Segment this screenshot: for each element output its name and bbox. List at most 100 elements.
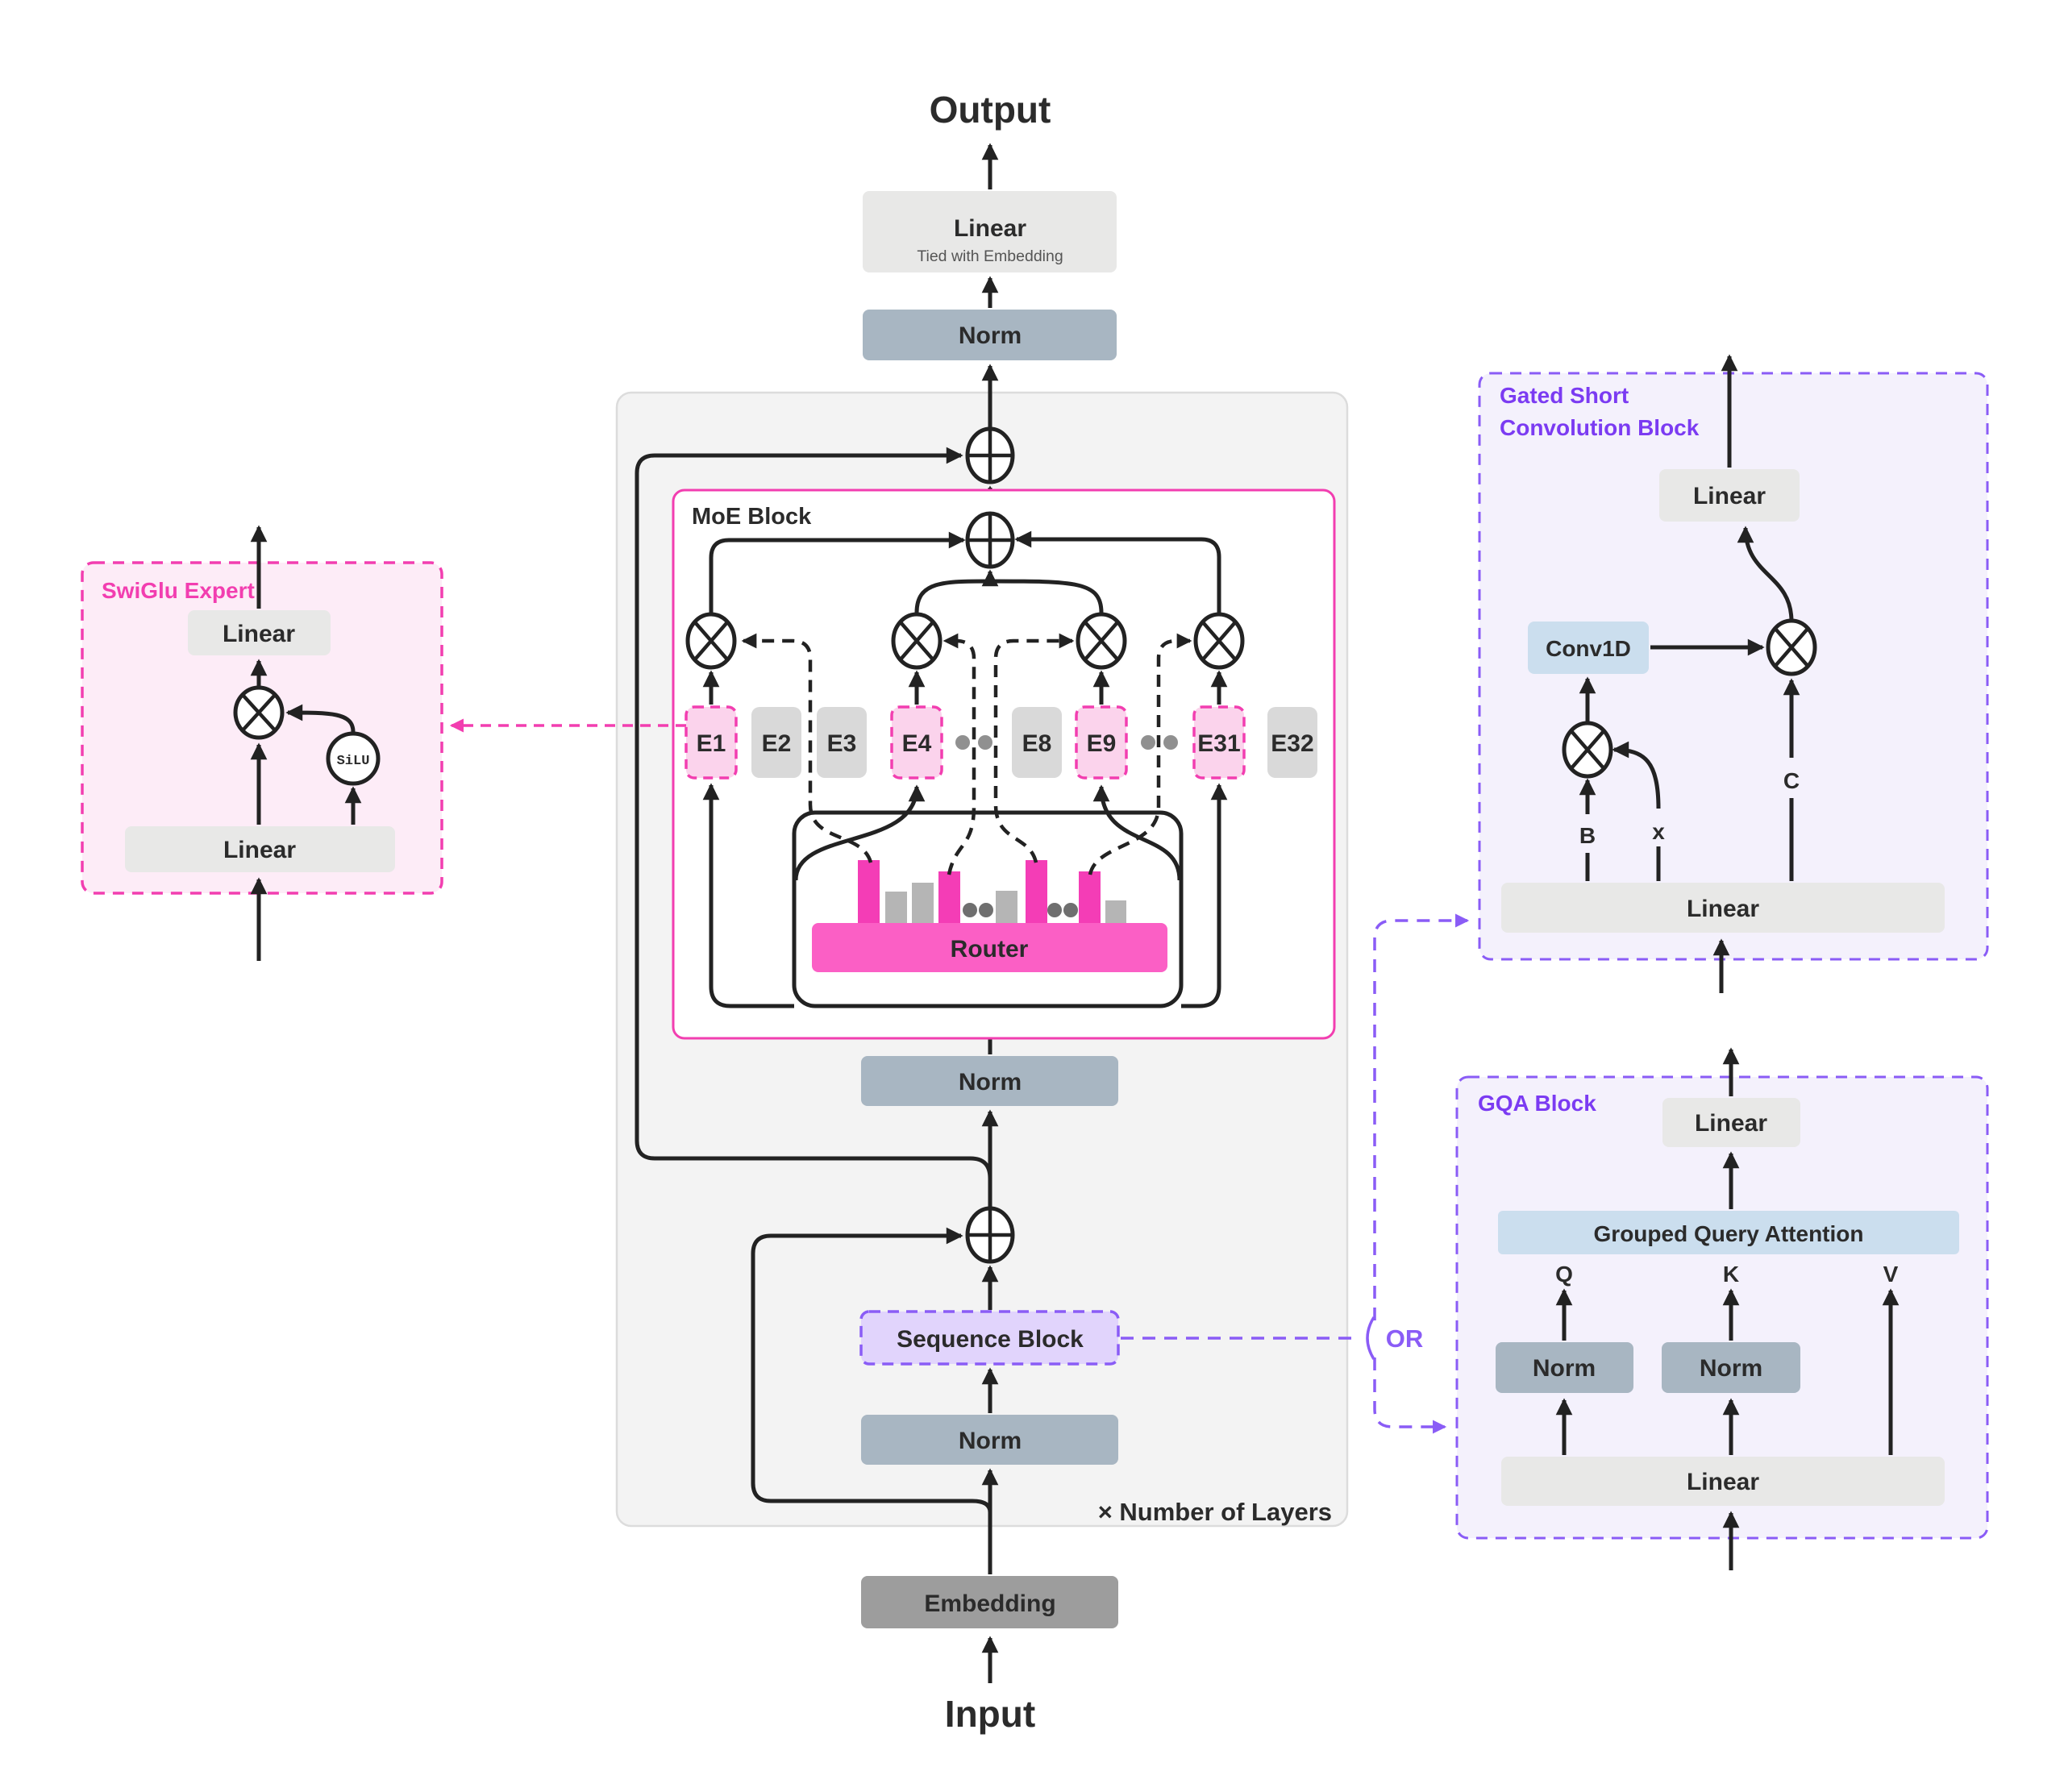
or-connector: OR (1121, 913, 1470, 1434)
linear-output-box (863, 191, 1117, 272)
bar-gray-1 (885, 892, 907, 923)
router-box (812, 923, 1167, 972)
gate-e31 (1088, 633, 1192, 875)
embedding-label: Embedding (924, 1590, 1055, 1617)
expert-e1-label: E1 (697, 730, 726, 757)
gsc-wires (1579, 354, 1800, 993)
gqa-attention-label: Grouped Query Attention (1594, 1221, 1864, 1246)
expert-e32-label: E32 (1271, 730, 1313, 757)
gqa-norm-k (1662, 1342, 1800, 1393)
expert-input-e4 (793, 784, 926, 881)
expert-e8-label: E8 (1022, 730, 1052, 757)
gsc-x-curve (1612, 741, 1661, 809)
gqa-linear-top (1662, 1098, 1800, 1147)
gqa-linear-top-label: Linear (1695, 1110, 1767, 1137)
swiglu-linear-bottom-label: Linear (223, 837, 296, 863)
expert-ellipsis-dot (955, 735, 970, 750)
gsc-b-label: B (1579, 823, 1596, 848)
gqa-norm-k-label: Norm (1700, 1355, 1762, 1382)
expert-ellipsis-dot (1163, 735, 1178, 750)
gate-to-sum-wires (709, 530, 1221, 613)
residual-sequence (751, 1227, 992, 1513)
expert-to-gate-arrows (702, 670, 1228, 705)
expert-input-e1 (702, 783, 794, 1008)
bar-ellipsis-dot (979, 903, 993, 917)
moe-block-label: MoE Block (692, 504, 812, 530)
wire-e9-merge (989, 579, 1104, 613)
or-label: OR (1386, 1324, 1424, 1353)
moe-sum-icon (965, 511, 1015, 569)
gqa-block (1455, 1075, 1989, 1540)
gqa-v-label: V (1883, 1262, 1899, 1287)
or-brace (1366, 1316, 1375, 1360)
gsc-linear-top-label: Linear (1693, 483, 1766, 509)
bar-e31 (1079, 871, 1101, 923)
expert-e31 (1192, 705, 1246, 780)
expert-e1 (685, 705, 738, 780)
swiglu-linear-bottom (125, 826, 395, 872)
or-branch-gqa (1373, 1358, 1447, 1434)
swiglu-linear-top-label: Linear (223, 621, 295, 647)
expert-e9 (1075, 705, 1128, 780)
center-axis-wires (635, 143, 999, 1683)
bar-gray-3 (996, 891, 1017, 923)
embedding-box (861, 1576, 1118, 1628)
sequence-block-label: Sequence Block (897, 1326, 1084, 1353)
or-branch-gsc (1373, 913, 1470, 1320)
gqa-q-label: Q (1555, 1262, 1573, 1287)
expert-input-e31 (1181, 783, 1228, 1008)
expert-e3-label: E3 (827, 730, 857, 757)
gqa-linear-bottom-label: Linear (1687, 1469, 1759, 1495)
bar-ellipsis-dot (1047, 903, 1062, 917)
gsc-label-line2: Convolution Block (1500, 415, 1700, 440)
swiglu-multiply-icon (233, 685, 285, 740)
expert-ellipsis-dot (1141, 735, 1155, 750)
wire-e1-sum (709, 531, 966, 613)
bar-gray-2 (912, 883, 934, 923)
gsc-linear-bottom (1501, 883, 1945, 933)
norm-moe-input-label: Norm (959, 1069, 1022, 1096)
input-title: Input (945, 1693, 1035, 1735)
multiply-icon (685, 612, 737, 670)
expert-e3 (817, 707, 867, 778)
expert-e2 (751, 707, 801, 778)
norm-bottom (861, 1415, 1118, 1465)
gate-e1 (741, 633, 873, 863)
gsc-multiply-icon-right (1766, 618, 1817, 676)
gqa-label: GQA Block (1478, 1091, 1596, 1116)
expert-e4-label: E4 (902, 730, 932, 757)
multiply-icon (891, 612, 943, 670)
residual-moe (635, 447, 992, 1179)
silu-node: SiLU (326, 731, 381, 786)
norm-moe-input (861, 1056, 1118, 1106)
expert-e32 (1267, 707, 1317, 778)
router-label: Router (951, 936, 1029, 963)
linear-output-label: Linear (954, 215, 1026, 242)
expert-e4 (890, 705, 943, 780)
gqa-norm-q (1496, 1342, 1633, 1393)
layers-note: × Number of Layers (1098, 1498, 1332, 1526)
expert-ellipsis-dot (978, 735, 992, 750)
residual-sum-icon-bottom (965, 1206, 1015, 1264)
output-title: Output (930, 89, 1051, 131)
gqa-linear-bottom (1501, 1457, 1945, 1506)
norm-top-label: Norm (959, 322, 1022, 349)
expert-e31-label: E31 (1197, 730, 1240, 757)
gate-e4 (943, 633, 976, 875)
multiply-icon (1193, 612, 1245, 670)
expert-row: E1 E2 E3 E4 E8 E9 E31 E32 (685, 705, 1317, 780)
gsc-linear-bottom-label: Linear (1687, 896, 1759, 922)
norm-bottom-label: Norm (959, 1428, 1022, 1454)
gsc-c-label: C (1783, 768, 1800, 793)
multiply-icon (1076, 612, 1127, 670)
linear-output-sublabel: Tied with Embedding (917, 247, 1063, 265)
gsc-label-line1: Gated Short (1500, 383, 1629, 408)
gqa-wires (1555, 1047, 1900, 1570)
expert-e9-label: E9 (1087, 730, 1117, 757)
expert-e2-label: E2 (762, 730, 792, 757)
gate-lines (741, 633, 1192, 875)
bar-e1 (858, 860, 880, 923)
bar-ellipsis-dot (1063, 903, 1078, 917)
